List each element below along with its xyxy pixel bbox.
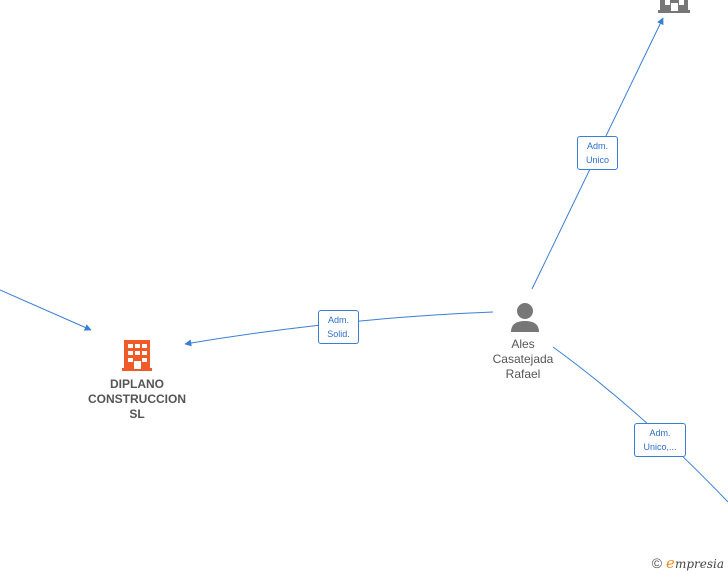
edge-label-adm-solid[interactable]: Adm. Solid. [318,310,359,344]
edge-label-adm-unico-more[interactable]: Adm. Unico,... [634,423,686,457]
company-name-line: SL [129,407,145,421]
edge-label-line: Unico [585,155,609,165]
edge-label-adm-unico[interactable]: Adm. Unico [577,136,618,170]
edge-label-line: Adm. [586,141,608,151]
copyright-symbol: © [651,555,663,571]
person-name-line: Ales [511,337,535,351]
building-icon[interactable] [122,340,152,371]
edge-offscreen-to-diplano [0,289,92,331]
person-name-line: Rafael [505,367,541,381]
edge-label-line: Adm. [649,428,671,438]
edge-label-line: Solid. [327,329,350,339]
footer-brand: ©empresia [652,554,724,572]
brand-logo-initial: e [666,554,675,572]
edge-label-line: Unico,... [643,442,677,452]
company-name-line: DIPLANO [110,377,164,391]
edge-person-to-bottom-right [552,346,728,503]
person-label[interactable]: Ales Casatejada Rafael [483,337,563,382]
person-name-line: Casatejada [492,352,554,366]
company-label-diplano[interactable]: DIPLANO CONSTRUCCION SL [77,377,197,422]
company-name-line: CONSTRUCCION [88,392,186,406]
edge-label-line: Adm. [327,315,349,325]
person-icon[interactable] [511,303,539,332]
brand-logo-text: mpresia [674,557,724,571]
building-icon[interactable] [658,0,690,13]
